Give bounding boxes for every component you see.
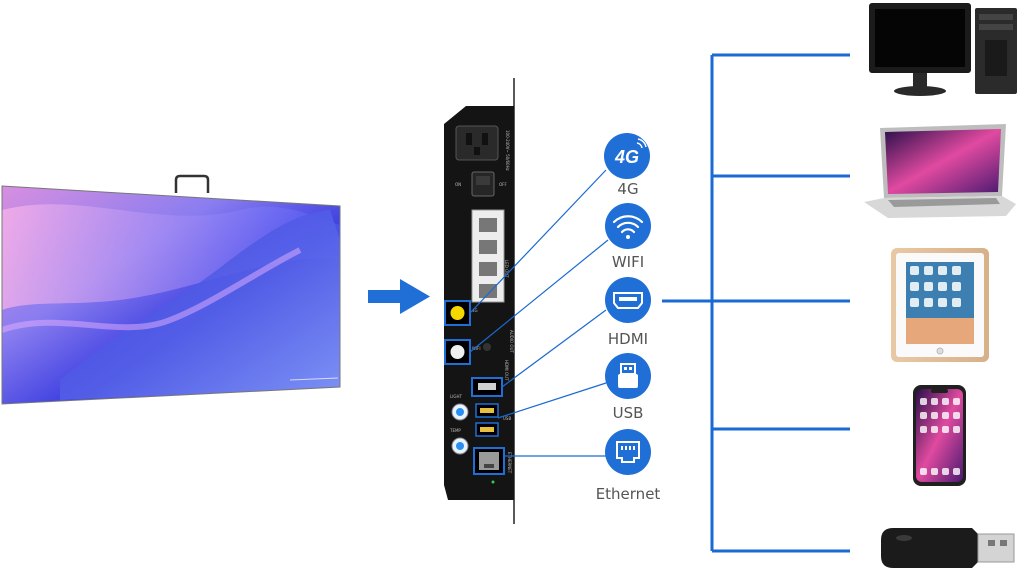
port-label: ON — [455, 182, 461, 187]
port-label: ETHERNET — [507, 452, 512, 474]
port-label: 100-240V~ 50/60Hz — [505, 130, 510, 171]
interface-icon-wifi — [605, 203, 651, 249]
wifi-icon — [612, 215, 644, 234]
interface-icon-hdmi — [605, 277, 651, 323]
led-screen — [1, 174, 341, 405]
port-label: TEMP — [449, 428, 461, 433]
control-box: ON OFF LED OUT 4G WIFI HDMI OUT AUDIO OU… — [444, 78, 515, 524]
interface-label-hdmi: HDMI — [607, 330, 649, 348]
led-screen-handle — [174, 174, 210, 193]
hdmi-icon — [613, 292, 643, 309]
interface-label-usb: USB — [612, 404, 644, 422]
interface-label-wifi: WIFI — [611, 253, 645, 271]
port-label: LED OUT — [504, 260, 509, 278]
audio-out-port — [483, 343, 491, 351]
port-label: HDMI OUT — [504, 360, 509, 381]
arrow-right-icon — [368, 279, 430, 314]
smartphone-icon — [913, 385, 966, 486]
interface-icon-ethernet — [605, 429, 651, 475]
interface-icon-4g: 4G — [604, 133, 650, 179]
port-label: OFF — [499, 182, 507, 187]
port-label: USB — [503, 416, 511, 421]
usb-flash-drive-icon — [881, 528, 1015, 568]
interface-icon-usb — [605, 353, 651, 399]
device-bus — [662, 53, 850, 553]
4g-icon: 4G — [614, 147, 639, 167]
desktop-computer-icon — [869, 3, 1017, 96]
port-label: LIGHT — [450, 394, 463, 399]
laptop-icon — [864, 124, 1016, 218]
port-label: WIFI — [472, 346, 481, 351]
ethernet-icon — [616, 441, 640, 463]
port-label: 4G — [472, 308, 478, 313]
interface-label-ethernet: Ethernet — [595, 485, 661, 503]
port-label: AUDIO OUT — [509, 330, 514, 353]
connector-lines — [469, 169, 609, 457]
interface-label-4g: 4G — [617, 180, 639, 198]
usb-icon — [618, 363, 638, 388]
tablet-icon — [891, 248, 989, 362]
